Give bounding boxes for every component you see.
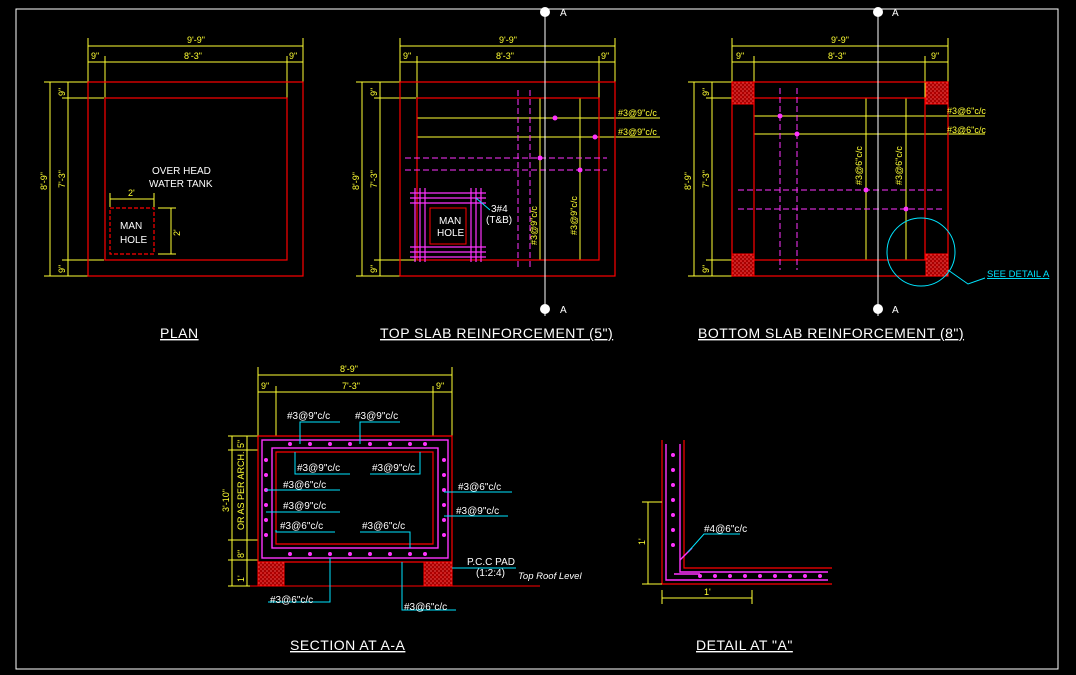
- plan-dim-overall: 9'-9": [187, 35, 205, 45]
- plan-dim-right: 9": [289, 51, 297, 61]
- bottom-dim-right: 9": [931, 51, 939, 61]
- detail-bar-label: #4@6"c/c: [704, 524, 747, 535]
- plan-dim-v-inner: 7'-3": [57, 170, 67, 188]
- section-marker-bottom-1: A: [892, 8, 899, 19]
- drawing-border: [15, 8, 1059, 670]
- section-bar-under-1: #3@6"c/c: [270, 595, 313, 606]
- section-bar-in-2: #3@9"c/c: [372, 463, 415, 474]
- section-marker-bottom-2: A: [892, 305, 899, 316]
- section-dim-v-mid2: OR AS PER ARCH.: [236, 451, 246, 530]
- roof-level-label: Top Roof Level: [518, 571, 582, 582]
- section-view: 8'-9" 9" 7'-3" 9" 5" 3'-10" OR AS PER AR…: [221, 364, 582, 653]
- bottom-slab-view: 9'-9" 9" 8'-3" 9" 8'-9" 7'-3" 9" 9" #3@6…: [683, 35, 1050, 341]
- detail-dim-v: 1': [637, 538, 647, 545]
- section-dim-left: 9": [261, 381, 269, 391]
- detail-view: 1' 1' #4@6"c/c DETAIL AT "A": [637, 440, 832, 653]
- bottom-bar-label-v2: #3@6"c/c: [894, 146, 904, 185]
- detail-title: DETAIL AT "A": [696, 637, 793, 653]
- top-mh-label-1: MAN: [439, 216, 461, 227]
- plan-dim-mid: 8'-3": [184, 51, 202, 61]
- section-bar-wall-r1: #3@6"c/c: [458, 482, 501, 493]
- top-dim-mid: 8'-3": [496, 51, 514, 61]
- top-bar-label-v1: #3@9"c/c: [529, 206, 539, 245]
- section-bar-wall-l2: #3@9"c/c: [283, 501, 326, 512]
- plan-dim-v-overall: 8'-9": [39, 172, 49, 190]
- plan-view: 9'-9" 9" 8'-3" 9" 8'-9" 7'-3" 9" 9" OVER…: [39, 35, 304, 341]
- top-dim-overall: 9'-9": [499, 35, 517, 45]
- section-dim-v-top: 5": [236, 440, 246, 448]
- top-dim-v-top: 9": [369, 88, 379, 96]
- top-dim-v-overall: 8'-9": [351, 172, 361, 190]
- section-bar-wall-r2: #3@9"c/c: [456, 506, 499, 517]
- plan-title: PLAN: [160, 325, 199, 341]
- plan-mh-dim-h: 2': [172, 229, 182, 236]
- corner-column-tl: [731, 81, 755, 105]
- section-bar-top-2: #3@9"c/c: [355, 411, 398, 422]
- top-bar-label-v2: #3@9"c/c: [569, 196, 579, 235]
- detail-reference[interactable]: SEE DETAIL A: [987, 269, 1050, 280]
- corner-column-br: [925, 253, 949, 277]
- section-marker-top-2: A: [560, 305, 567, 316]
- bottom-dim-overall: 9'-9": [831, 35, 849, 45]
- section-dim-overall: 8'-9": [340, 364, 358, 374]
- section-bar-bot-r: #3@6"c/c: [362, 521, 405, 532]
- pcc-pad-label-1: P.C.C PAD: [467, 557, 515, 568]
- plan-dim-v-bottom: 9": [57, 265, 67, 273]
- plan-mh-label-2: HOLE: [120, 235, 148, 246]
- bottom-bar-label-v1: #3@6"c/c: [854, 146, 864, 185]
- section-rebar-dots: [264, 442, 446, 556]
- plan-tank-label-2: WATER TANK: [149, 179, 213, 190]
- plan-dim-v-top: 9": [57, 88, 67, 96]
- corner-column-tr: [925, 81, 949, 105]
- bottom-dim-v-inner: 7'-3": [701, 170, 711, 188]
- section-bar-in-1: #3@9"c/c: [297, 463, 340, 474]
- section-marker-top-1: A: [560, 8, 567, 19]
- section-dim-v-bot: 8": [236, 550, 246, 558]
- section-dim-v-pad: 1': [236, 575, 246, 582]
- top-slab-title: TOP SLAB REINFORCEMENT (5"): [380, 325, 613, 341]
- bottom-bar-label-2: #3@6"c/c: [947, 125, 986, 135]
- section-line-a-bottom: A A: [873, 7, 899, 316]
- section-dim-v-mid: 3'-10": [221, 489, 231, 512]
- top-slab-view: 9'-9" 9" 8'-3" 9" 8'-9" 7'-3" 9" 9" #3@9…: [351, 35, 660, 341]
- plan-mh-label-1: MAN: [120, 221, 142, 232]
- top-dim-left: 9": [403, 51, 411, 61]
- section-line-a-top: A A: [540, 7, 567, 316]
- section-bar-top-1: #3@9"c/c: [287, 411, 330, 422]
- top-dim-v-inner: 7'-3": [369, 170, 379, 188]
- bottom-dim-left: 9": [736, 51, 744, 61]
- section-dim-right: 9": [436, 381, 444, 391]
- bottom-dim-v-overall: 8'-9": [683, 172, 693, 190]
- section-bar-bot-l: #3@6"c/c: [280, 521, 323, 532]
- bottom-slab-title: BOTTOM SLAB REINFORCEMENT (8"): [698, 325, 964, 341]
- corner-column-bl: [731, 253, 755, 277]
- plan-dim-left: 9": [91, 51, 99, 61]
- top-mh-bar-1: 3#4: [491, 204, 508, 215]
- bottom-dim-mid: 8'-3": [828, 51, 846, 61]
- bottom-bar-label-1: #3@6"c/c: [947, 106, 986, 116]
- bottom-dim-v-bottom: 9": [701, 265, 711, 273]
- pcc-pad-label-2: (1:2:4): [476, 568, 505, 579]
- section-dim-mid: 7'-3": [342, 381, 360, 391]
- plan-mh-dim-w: 2': [128, 188, 135, 198]
- plan-tank-label-1: OVER HEAD: [152, 166, 211, 177]
- pcc-pad-left: [257, 561, 285, 587]
- top-bar-label-1: #3@9"c/c: [618, 108, 657, 118]
- top-mh-bar-2: (T&B): [486, 215, 512, 226]
- detail-dim-h: 1': [704, 587, 711, 597]
- section-bar-under-2: #3@6"c/c: [404, 602, 447, 613]
- top-mh-label-2: HOLE: [437, 228, 465, 239]
- section-title: SECTION AT A-A: [290, 637, 406, 653]
- top-dim-right: 9": [601, 51, 609, 61]
- section-bar-wall-l1: #3@6"c/c: [283, 480, 326, 491]
- top-bar-label-2: #3@9"c/c: [618, 127, 657, 137]
- top-dim-v-bottom: 9": [369, 265, 379, 273]
- pcc-pad-right: [423, 561, 453, 587]
- bottom-dim-v-top: 9": [701, 88, 711, 96]
